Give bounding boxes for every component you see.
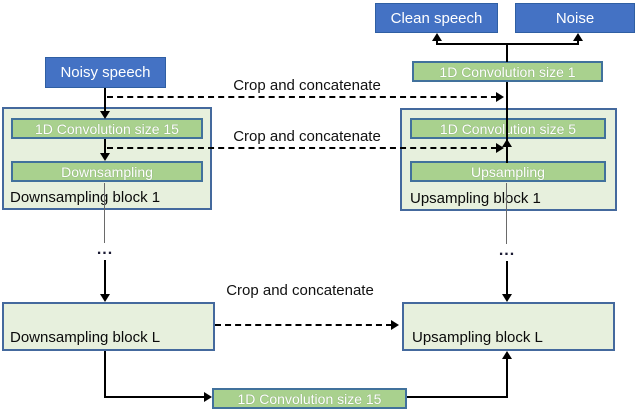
conv15-box: 1D Convolution size 15 [11, 118, 203, 139]
conv5-box: 1D Convolution size 5 [410, 118, 606, 139]
down-block-l-label: Downsampling block L [10, 329, 161, 346]
skip-3-dashed-line [215, 324, 392, 326]
ellipsis-right: ... [498, 242, 516, 259]
downsampling-op-box: Downsampling [11, 161, 203, 182]
down-block-l: Downsampling block L [2, 302, 215, 351]
noise-box: Noise [515, 3, 635, 33]
arrow-to-clean-speech-head [432, 33, 442, 41]
branch-right-stub [577, 39, 579, 45]
down-block-1-label: Downsampling block 1 [10, 189, 161, 206]
route-conv-to-upL-hline [407, 396, 508, 398]
branch-left-stub [436, 39, 438, 45]
route-conv-to-upL-vline [506, 353, 508, 398]
skip-3-label: Crop and concatenate [226, 282, 374, 299]
line-conv1-to-upsampling [506, 82, 508, 163]
skip-2-head [496, 143, 504, 153]
route-conv-to-upL-head [502, 351, 512, 359]
line-up1-to-ellipsis [506, 183, 507, 244]
arrow-noisy-to-conv15-head [100, 111, 110, 119]
arrow-conv15-to-downsampling-head [100, 153, 110, 161]
up-block-l: Upsampling block L [402, 302, 615, 351]
branch-center-stub [506, 43, 508, 62]
line-down1-to-ellipsis [104, 183, 105, 243]
route-downL-to-conv-head [204, 392, 212, 402]
output-conv-box: 1D Convolution size 1 [412, 61, 603, 82]
arrow-noisy-to-conv15-line [104, 88, 106, 112]
skip-2-label: Crop and concatenate [233, 128, 381, 145]
route-downL-to-conv-hline [104, 396, 206, 398]
ellipsis-left: ... [96, 241, 114, 258]
arrow-ellipsis-to-upL-head [502, 294, 512, 302]
upsampling-op-box: Upsampling [410, 161, 606, 182]
up-block-l-label: Upsampling block L [412, 329, 543, 346]
up-block-1-label: Upsampling block 1 [410, 190, 541, 207]
noisy-speech-box: Noisy speech [45, 57, 166, 88]
arrow-conv15-to-downsampling-line [104, 139, 106, 154]
arrow-ellipsis-to-downL-line [104, 260, 106, 294]
bottleneck-conv-box: 1D Convolution size 15 [212, 388, 407, 409]
arrow-to-noise-head [573, 33, 583, 41]
arrow-ellipsis-to-upL-line [506, 261, 508, 294]
clean-speech-box: Clean speech [375, 3, 498, 33]
skip-3-head [391, 320, 399, 330]
skip-1-dashed-line [107, 96, 497, 98]
skip-1-head [496, 92, 504, 102]
route-downL-to-conv-vline [104, 351, 106, 398]
arrow-ellipsis-to-downL-head [100, 294, 110, 302]
skip-1-label: Crop and concatenate [233, 77, 381, 94]
arrow-upsampling-to-conv5-head [502, 139, 512, 147]
skip-2-dashed-line [107, 147, 497, 149]
